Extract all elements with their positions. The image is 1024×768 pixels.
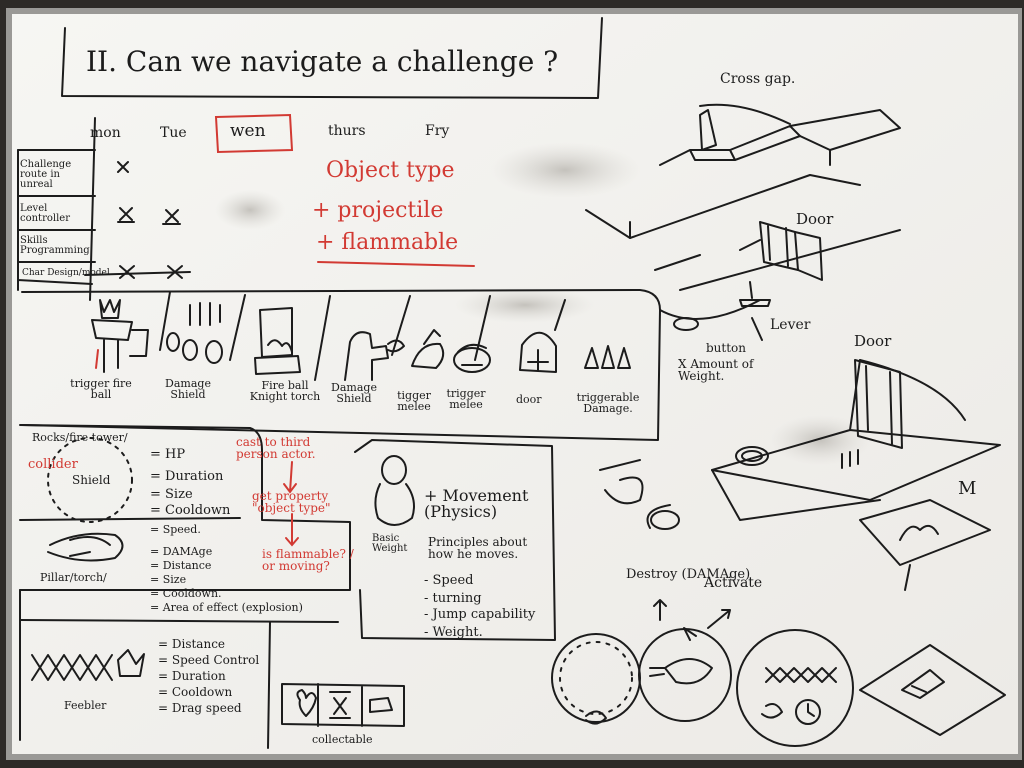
day-tue: Tue	[160, 125, 187, 141]
red-note-cast: cast to third person actor.	[236, 435, 316, 461]
icon-label-door: door	[516, 393, 542, 406]
movement-heading: + Movement (Physics)	[424, 486, 529, 521]
red-note-get-property: get property "object type"	[252, 489, 331, 515]
note-flammable: + flammable	[316, 230, 459, 255]
movement-turning: - turning	[424, 591, 482, 606]
day-wen: wen	[230, 121, 266, 141]
shield-prop-duration: = Duration	[150, 469, 224, 484]
row-challenge-route: Challenge route in unreal	[20, 159, 72, 190]
icon-label-damage-shield: Damage Shield	[165, 377, 211, 401]
movement-jump: - Jump capability	[424, 607, 536, 622]
feebler-prop-distance: = Distance	[158, 637, 226, 651]
icon-label-triggerable-damage: triggerable Damage.	[576, 391, 640, 415]
label-door-1: Door	[796, 210, 834, 228]
pillar-prop-damage: = DAMAge	[150, 545, 213, 558]
icon-label-trigger-melee: trigger melee	[446, 387, 486, 411]
movement-speed: - Speed	[424, 573, 474, 588]
shield-prop-size: = Size	[150, 487, 193, 502]
label-door-2: Door	[854, 332, 892, 350]
shield-heading: Rocks/fire tower/	[32, 431, 128, 444]
pillar-prop-speed: = Speed.	[150, 523, 201, 536]
row-char-design: Char Design/model	[22, 268, 110, 278]
row-skills-programming: Skills Programming	[20, 235, 90, 256]
note-projectile: + projectile	[312, 198, 444, 223]
icon-label-trigger-fireball: trigger fire ball	[70, 377, 132, 401]
feebler-label: Feebler	[64, 699, 107, 712]
label-cross-gap: Cross gap.	[720, 71, 796, 87]
label-m: M	[958, 478, 977, 499]
feebler-prop-drag-speed: = Drag speed	[158, 701, 242, 715]
pillar-prop-size: = Size	[150, 573, 187, 586]
feebler-prop-cooldown: = Cooldown	[158, 685, 233, 699]
feebler-prop-speed-control: = Speed Control	[158, 653, 260, 667]
shield-center-label: Shield	[72, 473, 111, 487]
label-button: button	[706, 341, 747, 355]
board-surface	[12, 14, 1018, 754]
collider-label: collider	[28, 457, 78, 472]
red-note-is-flammable: is flammable? / or moving?	[262, 547, 354, 573]
pillar-label: Pillar/torch/	[40, 571, 107, 584]
label-destroy: Destroy (DAMAge)	[626, 567, 751, 582]
label-lever: Lever	[770, 317, 811, 333]
note-object-type: Object type	[326, 158, 455, 183]
label-amount-of-weight: X Amount of Weight.	[678, 357, 754, 383]
board-title: II. Can we navigate a challenge ?	[86, 45, 559, 78]
pillar-prop-distance: = Distance	[150, 559, 212, 572]
icon-label-damage-shield-2: Damage Shield	[331, 381, 377, 405]
movement-weight: - Weight.	[424, 625, 483, 640]
movement-note: Principles about how he moves.	[428, 535, 528, 561]
pillar-prop-area: = Area of effect (explosion)	[150, 601, 303, 614]
label-activate: Activate	[704, 575, 763, 591]
shield-prop-cooldown: = Cooldown	[150, 503, 231, 518]
icon-label-fireball-knight-torch: Fire ball Knight torch	[249, 379, 321, 403]
day-mon: mon	[90, 125, 121, 141]
shield-prop-hp: = HP	[150, 447, 186, 462]
character-label: Basic Weight	[372, 533, 408, 554]
day-fry: Fry	[425, 123, 450, 139]
pillar-prop-cooldown: = Cooldown.	[150, 587, 222, 600]
row-level-controller: Level controller	[20, 203, 70, 224]
icon-label-tigger-melee: tigger melee	[397, 389, 431, 413]
day-thurs: thurs	[328, 123, 366, 139]
wen-highlight-box	[214, 113, 294, 154]
collectable-label: collectable	[312, 733, 373, 746]
feebler-prop-duration: = Duration	[158, 669, 226, 683]
